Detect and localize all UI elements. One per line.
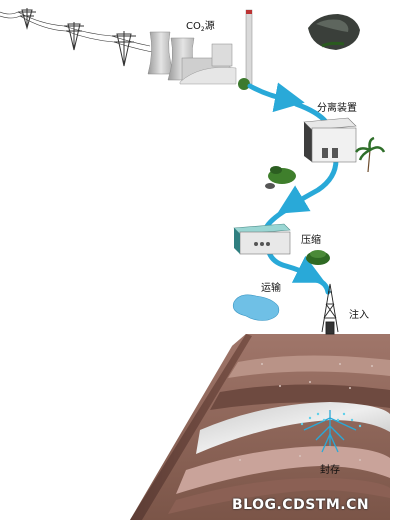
power-plant xyxy=(147,9,253,90)
label-transport: 运输 xyxy=(261,283,281,294)
label-storage: 封存 xyxy=(320,465,340,476)
plant-block xyxy=(211,43,233,67)
shrubs-1 xyxy=(265,166,296,189)
injection-derrick xyxy=(321,283,339,335)
water-pond xyxy=(232,294,280,321)
co2-plume xyxy=(303,410,357,453)
pylon-1 xyxy=(18,8,36,30)
label-separation: 分离装置 xyxy=(317,103,357,114)
pipe-segment-3 xyxy=(265,245,326,283)
co2-plume-dots xyxy=(300,412,362,428)
pipe-segment-1 xyxy=(247,82,305,113)
compression-unit xyxy=(233,223,291,255)
shrub-2 xyxy=(306,250,330,265)
label-co2-prefix: CO xyxy=(186,21,201,32)
power-pylons xyxy=(0,8,153,67)
pylon-3 xyxy=(112,31,136,67)
watermark: BLOG.CDSTM.CN xyxy=(232,497,370,513)
pipe-segment-2 xyxy=(277,157,339,214)
rock-layer-1 xyxy=(228,355,390,378)
plant-shrub xyxy=(238,78,250,90)
label-compression: 压缩 xyxy=(301,235,321,246)
rock-boulder xyxy=(308,14,360,50)
rock-layer-3 xyxy=(176,446,390,494)
reservoir-band xyxy=(196,402,390,454)
cooling-tower-1 xyxy=(147,31,175,75)
palm-tree xyxy=(354,136,386,173)
geology-block xyxy=(130,334,390,520)
label-co2-source: CO2源 xyxy=(186,17,215,33)
separation-unit xyxy=(303,117,357,163)
label-injection: 注入 xyxy=(349,310,369,321)
smokestack xyxy=(245,9,253,85)
power-cables xyxy=(0,11,151,47)
pylon-2 xyxy=(64,22,84,51)
label-co2-subscript: 2 xyxy=(200,26,205,33)
label-co2-suffix: 源 xyxy=(204,21,215,32)
